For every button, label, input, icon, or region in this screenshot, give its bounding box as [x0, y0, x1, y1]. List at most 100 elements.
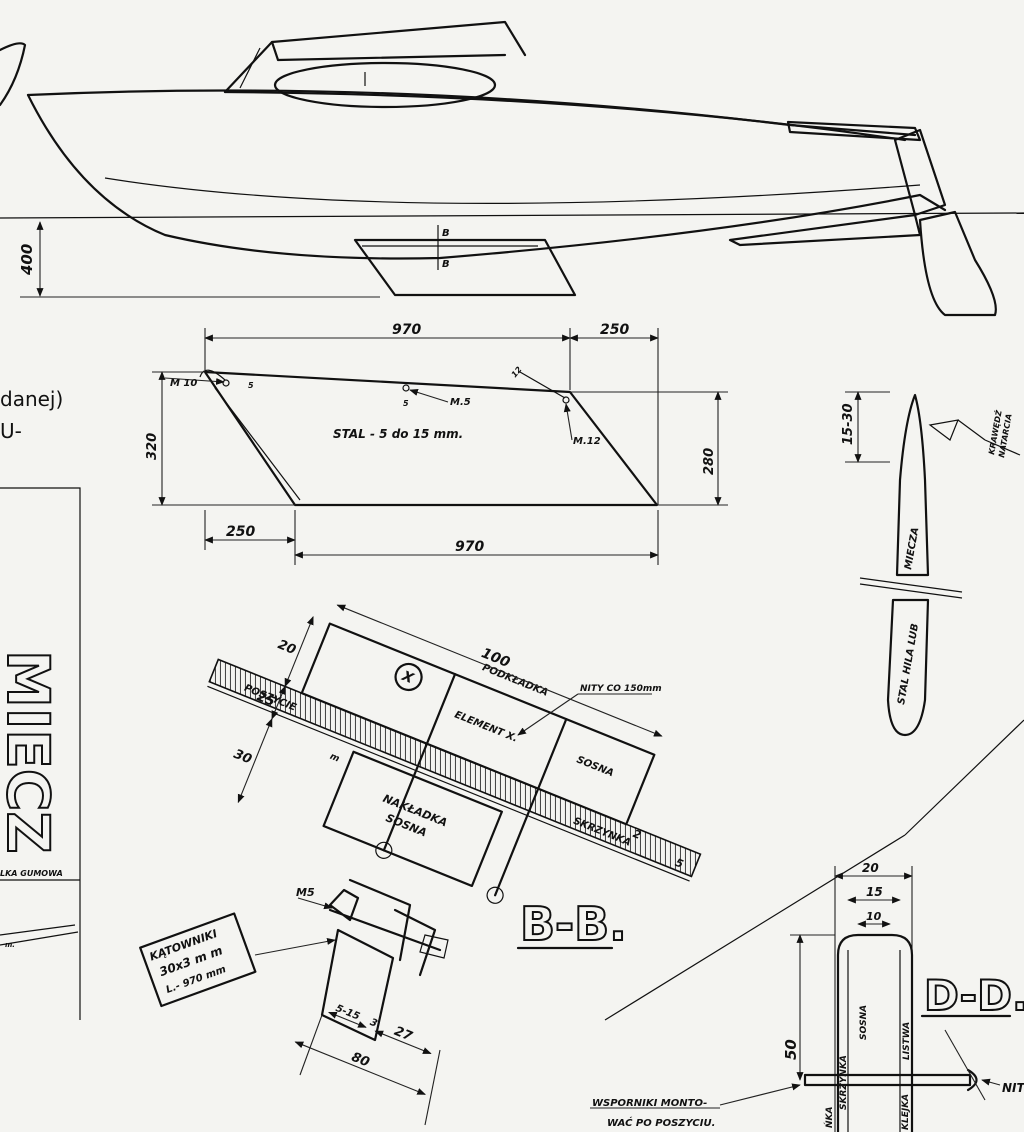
- break-line-2: [859, 583, 963, 599]
- rivet-head-2: [486, 886, 504, 904]
- dim-25: [271, 685, 286, 720]
- leader-m10: [164, 377, 225, 385]
- section-bb-title: B-B.: [520, 897, 627, 951]
- dim-80-label: 80: [349, 1050, 371, 1071]
- pivot-m10: [222, 379, 230, 387]
- fragment-frame: [0, 487, 81, 1020]
- element-x-marker: X: [399, 668, 417, 688]
- fragment-text-2: U-: [0, 419, 22, 443]
- rudder-blade: [918, 210, 997, 317]
- dd-leader-nity: [981, 1078, 1001, 1086]
- label-sosna-top: SOSNA: [575, 754, 615, 779]
- rivet-2: [493, 718, 568, 897]
- leader-katowniki: [254, 937, 336, 956]
- leader-m5-bb: [297, 897, 333, 910]
- edge-profile-upper: [895, 393, 930, 577]
- angle-right: [393, 908, 437, 977]
- profile-label-lower: STAL HILA LUB: [896, 623, 921, 706]
- m5-bolt: [328, 888, 442, 952]
- dim-515: [328, 1011, 367, 1028]
- dim-20-label: 20: [276, 637, 298, 658]
- dim-80: [294, 1041, 426, 1095]
- pivot-m5: [402, 384, 410, 392]
- hull-side-view: B B 400: [0, 20, 1024, 317]
- dd-label-klejka: KLEJKA: [901, 1094, 911, 1130]
- hull-centerboard: [353, 238, 577, 297]
- leader-nity: [517, 693, 579, 736]
- dim-3-label: 3: [368, 1017, 379, 1030]
- katowniki-box: [139, 912, 257, 1008]
- dim-970-top-label: 970: [392, 322, 421, 338]
- dim-27-label: 27: [392, 1024, 415, 1045]
- dim-250-bottom-label: 250: [226, 524, 255, 540]
- dd-label-skrzynka: SKRZYNKA: [839, 1055, 849, 1110]
- draft-dim-label: 400: [18, 244, 36, 276]
- mark-mid: 5: [403, 399, 409, 408]
- construction-line-2: [904, 719, 1024, 836]
- bolt-m12-label: M.12: [573, 436, 601, 447]
- leader-m5: [409, 389, 449, 403]
- skeg: [728, 213, 922, 247]
- left-fragment: danej) U- MIECZ LKA GUMOWA m.: [0, 387, 81, 1020]
- coaming-line: [223, 90, 907, 142]
- dim-250-top-label: 250: [600, 322, 629, 338]
- wsporniki-leader: [719, 1083, 801, 1106]
- dd-label-nity: NIT: [1002, 1081, 1024, 1095]
- m5-nut: [419, 934, 449, 959]
- section-marker-top: B: [442, 228, 450, 239]
- dim-m-label: m: [328, 752, 340, 765]
- bolt-m5-label: M.5: [450, 397, 471, 408]
- cabin-roof: [223, 20, 527, 94]
- ext-80-left: [299, 1014, 323, 1076]
- edge-profile: 15-30 KRAWĘDŹ NATARCIA MIECZA STAL HILA …: [841, 391, 1021, 737]
- dd-dim-10-label: 10: [866, 910, 882, 923]
- lift-link: [519, 371, 566, 399]
- poszycie-band: [208, 658, 702, 878]
- dim-320-label: 320: [145, 433, 160, 460]
- vertical-word-miecz: MIECZ: [0, 650, 62, 854]
- chine-line: [104, 177, 921, 204]
- cabin-side: [239, 47, 261, 89]
- section-dd-title: D-D.: [924, 971, 1024, 1020]
- edge-arrow: [928, 419, 986, 441]
- waterline: [0, 212, 1024, 219]
- rivet-head-1: [375, 841, 393, 859]
- dd-diag: [944, 1029, 986, 1101]
- cabin-window: [273, 61, 497, 109]
- centerboard-top-edge: [199, 369, 226, 381]
- ext-80-right: [424, 1049, 441, 1126]
- dd-dim-20-label: 20: [862, 861, 879, 875]
- dd-label-hylka: ŃKA: [823, 1106, 835, 1128]
- profile-label-upper: MIECZA: [903, 526, 921, 570]
- centerboard-detail: 970 250 320 280 250 970 M 10 5 M.5 5 M.1…: [145, 322, 728, 565]
- tiller: [786, 120, 922, 142]
- fragment-text-1: danej): [0, 387, 63, 411]
- section-marker-bottom: B: [442, 259, 450, 270]
- label-m5: M5: [296, 886, 315, 899]
- dim-970-bottom-label: 970: [455, 539, 484, 555]
- fragment-hatch: [0, 924, 79, 946]
- dim-20: [284, 616, 314, 688]
- dd-dim-50-label: 50: [782, 1039, 800, 1060]
- rubber-note: LKA GUMOWA: [0, 869, 63, 878]
- nakladka-block: [322, 750, 503, 888]
- dim-100: [336, 604, 663, 737]
- mark-left: 5: [248, 381, 254, 390]
- mark-right: 12: [510, 365, 524, 380]
- deck-line: [26, 89, 917, 137]
- dim-15-30-label: 15-30: [841, 403, 856, 445]
- break-line-1: [859, 577, 963, 593]
- edge-note-line: [984, 439, 1021, 456]
- pivot-m12: [562, 396, 570, 404]
- label-element-x: ELEMENT X.: [453, 709, 519, 744]
- label-nity: NITY CO 150mm: [580, 684, 662, 694]
- skin-line: [207, 685, 690, 882]
- dd-rivet-head: [966, 1068, 978, 1092]
- cabin-front: [270, 40, 507, 62]
- wsporniki-line-2: WAĆ PO POSZYCIU.: [607, 1116, 715, 1129]
- dim-25-label: 25: [255, 689, 277, 710]
- transom: [893, 128, 947, 217]
- angle-left: [348, 878, 412, 962]
- bow-fragment: [0, 42, 27, 107]
